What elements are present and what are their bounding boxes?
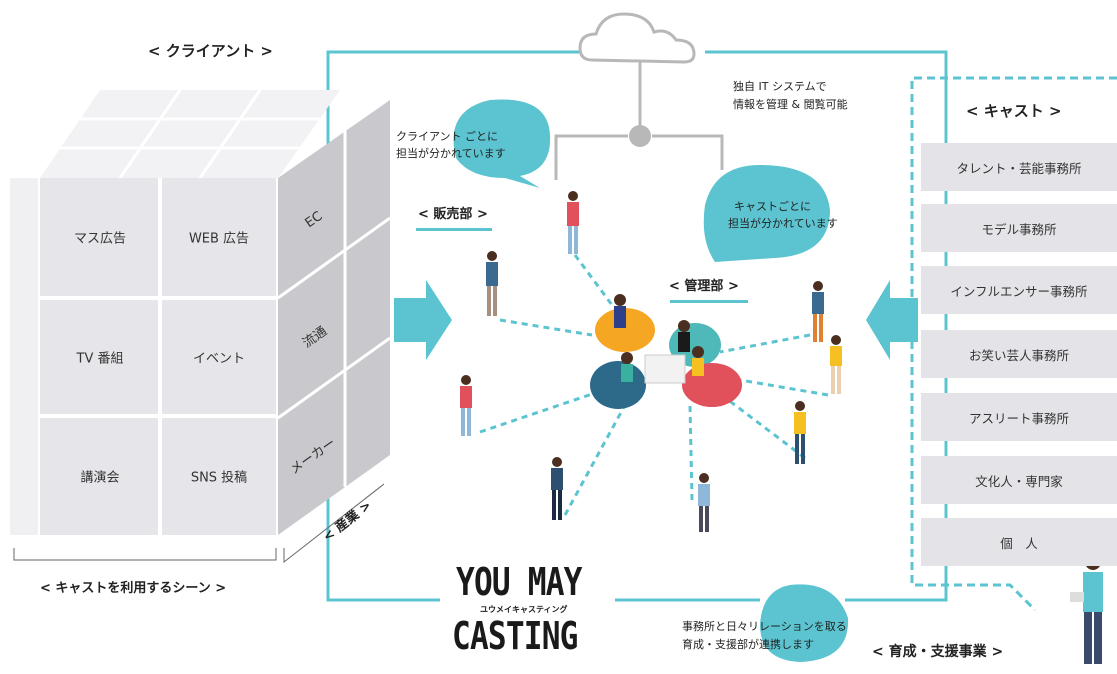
sales-underline [416,228,492,231]
cast-bubble-text: キャストごとに 担当が分かれています [728,198,838,232]
cast-item-athlete: アスリート事務所 [921,393,1117,441]
person-illustrations [460,191,1103,664]
cloud-connector [554,62,724,180]
arrow-right-icon [394,280,452,360]
cloud-icon [578,12,696,64]
management-underline [670,300,748,303]
cube [10,89,391,535]
cast-dashed-frame [910,76,1117,612]
cast-bubble-line-1: キャストごとに [734,200,811,213]
relation-note: 事務所と日々リレーションを取る 育成・支援部が連携します [682,618,847,654]
training-label: < 育成・支援事業 > [872,644,1004,660]
client-bubble-text: クライアント ごとに 担当が分かれています [396,128,506,162]
network-lines [479,254,829,516]
management-label: < 管理部 > [669,279,739,294]
cast-header: < キャスト > [966,102,1062,120]
it-system-note: 独自 IT システムで 情報を管理 & 閲覧可能 [733,78,848,114]
arrow-left-icon [866,280,918,360]
cast-bubble-shape [703,165,830,262]
industry-bracket [283,483,385,564]
relation-line-1: 事務所と日々リレーションを取る [682,620,847,633]
cube-cell-sns: SNS 投稿 [190,470,248,486]
it-system-line-2: 情報を管理 & 閲覧可能 [733,98,848,111]
cast-bubble-line-2: 担当が分かれています [728,217,838,230]
client-header: < クライアント > [148,42,273,60]
cast-item-influencer: インフルエンサー事務所 [921,266,1117,314]
scene-label: < キャストを利用するシーン > [40,581,227,596]
logo-line-2: CASTING [452,614,578,658]
relation-bubble-shape [760,584,849,662]
logo: YOU MAY ユウメイキャスティング CASTING [452,560,612,666]
cast-item-model: モデル事務所 [921,204,1117,252]
cloud-node [629,125,651,147]
management-team-illustration [590,294,742,409]
scene-bracket [13,548,277,561]
cube-cell-event: イベント [192,351,246,367]
cast-item-individual: 個 人 [921,518,1117,566]
cube-cell-mass-ad: マス広告 [73,231,127,247]
cast-item-comedian: お笑い芸人事務所 [921,330,1117,378]
client-bubble-line-2: 担当が分かれています [396,147,506,160]
cube-cell-lecture: 講演会 [80,470,120,486]
cube-cell-tv: TV 番組 [76,351,124,367]
sales-label: < 販売部 > [418,207,488,222]
cast-item-talent: タレント・芸能事務所 [921,143,1117,191]
client-bubble-shape [453,99,551,188]
it-system-line-1: 独自 IT システムで [733,80,827,93]
relation-line-2: 育成・支援部が連携します [682,638,814,651]
trainer-person [1070,554,1103,664]
client-bubble-line-1: クライアント ごとに [396,130,499,143]
cast-item-cultural: 文化人・専門家 [921,456,1117,504]
cube-cell-web-ad: WEB 広告 [188,231,250,247]
logo-line-1: YOU MAY [456,560,582,604]
logo-sub: ユウメイキャスティング [480,605,568,614]
